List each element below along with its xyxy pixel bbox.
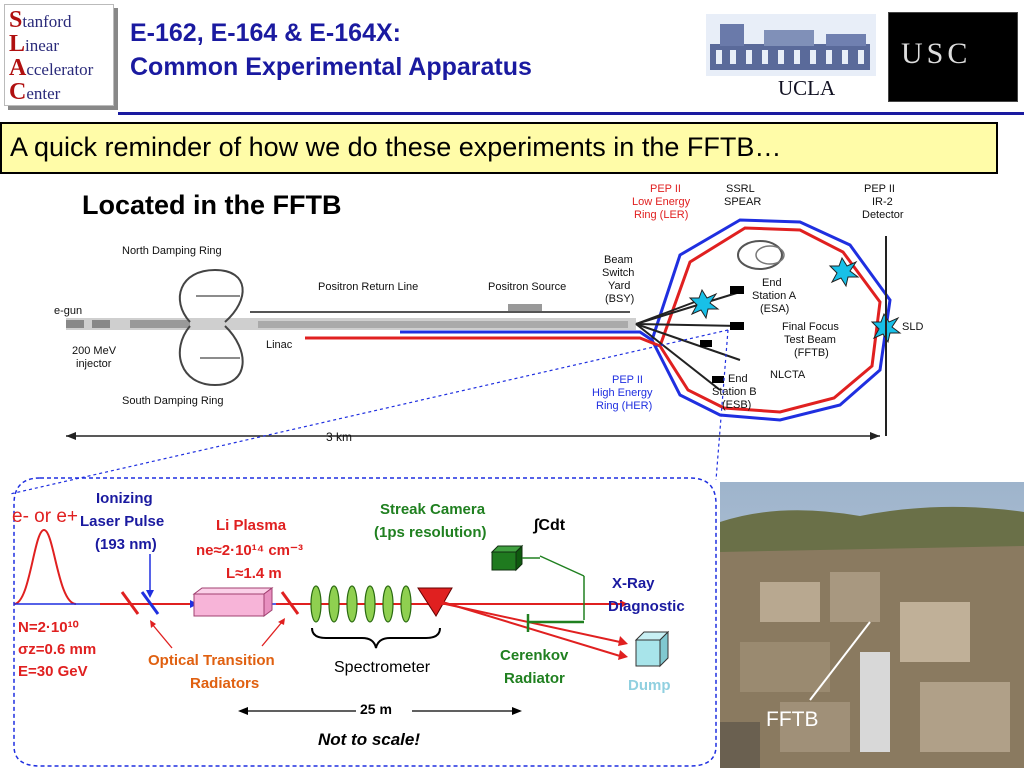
beam-species-label: e- or e+ — [12, 506, 78, 527]
otr-label: Optical Transition — [148, 652, 275, 669]
laser-label: (193 nm) — [95, 536, 157, 553]
plasma-density: ne≈2·10¹⁴ cm⁻³ — [196, 542, 303, 559]
xray-label: X-Ray — [612, 575, 655, 592]
otr-label: Radiators — [190, 675, 259, 692]
beam-param-energy: E=30 GeV — [18, 663, 88, 680]
scale-length-label: 25 m — [360, 701, 392, 717]
beam-param-n: N=2·10¹⁰ — [18, 619, 79, 636]
beam-pulse — [14, 530, 76, 604]
streak-camera-label: Streak Camera — [380, 501, 486, 518]
plasma-title: Li Plasma — [216, 517, 287, 534]
cerenkov-label: Radiator — [504, 670, 565, 687]
laser-label: Laser Pulse — [80, 513, 164, 530]
xray-label: Diagnostic — [608, 598, 685, 615]
dump-label: Dump — [628, 677, 671, 694]
scale-note: Not to scale! — [318, 730, 420, 749]
beam-param-sigma: σz=0.6 mm — [18, 641, 96, 658]
streak-camera — [492, 546, 522, 570]
photo-label: FFTB — [766, 708, 819, 732]
cdt-label: ∫Cdt — [532, 517, 566, 534]
fftb-aerial-photo: FFTB — [720, 482, 1024, 768]
beam-dump — [636, 632, 668, 666]
dipole-magnet — [418, 588, 452, 616]
spectrometer-brace — [312, 628, 440, 648]
laser-label: Ionizing — [96, 490, 153, 507]
spectrometer-label: Spectrometer — [334, 659, 431, 676]
li-plasma-cell — [194, 588, 272, 616]
streak-camera-label: (1ps resolution) — [374, 524, 487, 541]
cerenkov-label: Cerenkov — [500, 647, 569, 664]
plasma-length: L≈1.4 m — [226, 565, 282, 582]
